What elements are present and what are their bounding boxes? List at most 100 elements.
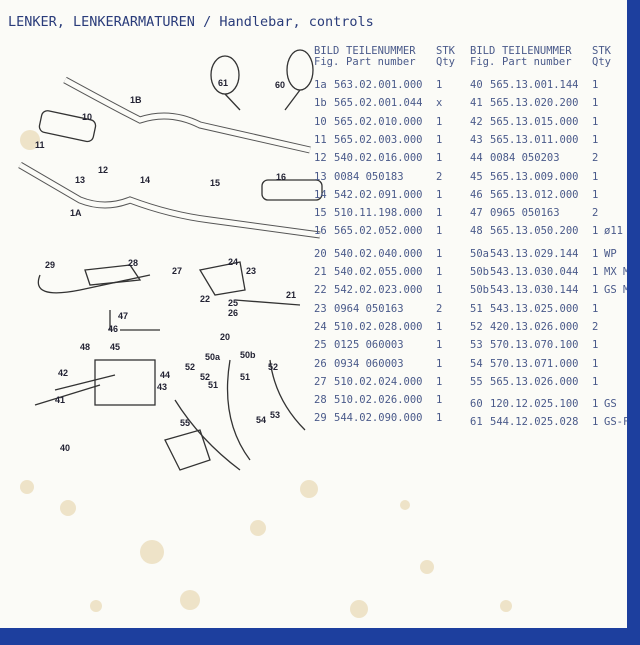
- note: GS-F: [604, 416, 627, 429]
- quantity: 1: [436, 133, 443, 146]
- part-number: 540.02.055.000: [334, 266, 423, 278]
- callout-label: 20: [220, 332, 231, 342]
- part-number: 0125 060003: [334, 339, 404, 352]
- note: GS: [604, 398, 617, 411]
- fig-number: 21: [314, 266, 327, 278]
- fig-number: 16: [314, 225, 327, 238]
- part-number: 543.13.025.000: [490, 302, 579, 315]
- callout-label: 21: [286, 290, 297, 300]
- fig-number: 53: [470, 339, 483, 352]
- part-number: 0084 050203: [490, 152, 560, 165]
- quantity: 1: [592, 97, 599, 110]
- part-number: 565.02.010.000: [334, 115, 423, 128]
- fig-number: 15: [314, 207, 327, 220]
- part-number: 565.13.011.000: [490, 133, 579, 146]
- fig-number: 50b: [470, 266, 489, 278]
- fig-number: 43: [470, 133, 483, 146]
- exploded-parts-diagram: [18, 49, 323, 471]
- part-number: 120.12.025.100: [490, 398, 579, 411]
- note: WP: [604, 247, 617, 260]
- quantity: 1: [436, 152, 443, 165]
- part-number: 565.13.009.000: [490, 170, 579, 183]
- header-part-de: TEILENUMMER: [346, 45, 416, 57]
- quantity: 1: [592, 188, 599, 201]
- stain: [420, 560, 434, 574]
- quantity: 1: [592, 416, 599, 429]
- quantity: 1: [592, 302, 599, 315]
- callout-label: 45: [110, 342, 121, 352]
- callout-label: 48: [80, 342, 91, 352]
- callout-label: 61: [218, 78, 229, 88]
- header-qty-de: STK: [592, 45, 611, 57]
- callout-label: 27: [172, 266, 183, 276]
- fig-number: 29: [314, 412, 327, 425]
- callout-label: 16: [276, 172, 287, 182]
- stain: [140, 540, 164, 564]
- brake-hoses-50: [174, 359, 306, 471]
- master-cylinder-40: [94, 359, 156, 406]
- fig-number: 10: [314, 115, 327, 128]
- fig-number: 54: [470, 357, 483, 370]
- stain: [90, 600, 102, 612]
- part-number: 543.13.030.044: [490, 266, 579, 278]
- part-number: 510.02.024.000: [334, 375, 423, 388]
- page-title: LENKER, LENKERARMATUREN / Handlebar, con…: [8, 14, 374, 30]
- quantity: 2: [436, 302, 443, 315]
- quantity: 1: [436, 207, 443, 220]
- throttle-grip: [38, 110, 97, 143]
- header-qty-en: Qty: [436, 56, 455, 68]
- header-fig-de: BILD: [314, 45, 340, 57]
- quantity: 1: [436, 266, 443, 278]
- part-number: 510.11.198.000: [334, 207, 423, 220]
- fig-number: 51: [470, 302, 483, 315]
- bracket-45-46: [109, 310, 160, 331]
- fig-number: 24: [314, 320, 327, 333]
- quantity: 1: [592, 284, 599, 297]
- part-number: 565.13.012.000: [490, 188, 579, 201]
- part-number: 563.02.001.000: [334, 79, 423, 91]
- part-number: 510.02.026.000: [334, 394, 423, 407]
- callout-label: 51: [208, 380, 219, 390]
- quantity: x: [436, 97, 443, 110]
- callout-label: 12: [98, 165, 109, 175]
- quantity: 1: [592, 247, 599, 260]
- callout-label: 11: [35, 140, 45, 150]
- callout-label: 24: [228, 257, 239, 267]
- stain: [300, 480, 318, 498]
- callout-label: 50a: [205, 352, 221, 362]
- callout-label: 40: [60, 443, 71, 453]
- quantity: 1: [436, 284, 443, 297]
- fig-number: 25: [314, 339, 327, 352]
- fig-number: 45: [470, 170, 483, 183]
- stain: [20, 480, 34, 494]
- stain: [500, 600, 512, 612]
- quantity: 2: [592, 152, 599, 165]
- part-number: 565.13.015.000: [490, 115, 579, 128]
- mirror-left: [210, 55, 240, 95]
- stain: [60, 500, 76, 516]
- fig-number: 41: [470, 97, 483, 110]
- quantity: 1: [592, 357, 599, 370]
- quantity: 1: [436, 375, 443, 388]
- callout-label: 51: [240, 372, 251, 382]
- header-qty-en: Qty: [592, 56, 611, 68]
- quantity: 1: [436, 320, 443, 333]
- fig-number: 28: [314, 394, 327, 407]
- fig-number: 48: [470, 225, 483, 238]
- callout-label: 1B: [130, 95, 142, 105]
- quantity: 1: [436, 225, 443, 238]
- callout-label: 1A: [70, 208, 82, 218]
- mirror-stems: [224, 89, 301, 111]
- quantity: 1: [592, 115, 599, 128]
- fig-number: 42: [470, 115, 483, 128]
- callout-label: 15: [210, 178, 221, 188]
- callout-label: 41: [55, 395, 66, 405]
- callout-label: 43: [157, 382, 168, 392]
- quantity: 1: [592, 266, 599, 278]
- quantity: 1: [436, 247, 443, 260]
- part-number: 544.12.025.028: [490, 416, 579, 429]
- header-fig-de: BILD: [470, 45, 496, 57]
- callout-label: 52: [200, 372, 211, 382]
- part-number: 510.02.028.000: [334, 320, 423, 333]
- cover-55: [164, 429, 211, 471]
